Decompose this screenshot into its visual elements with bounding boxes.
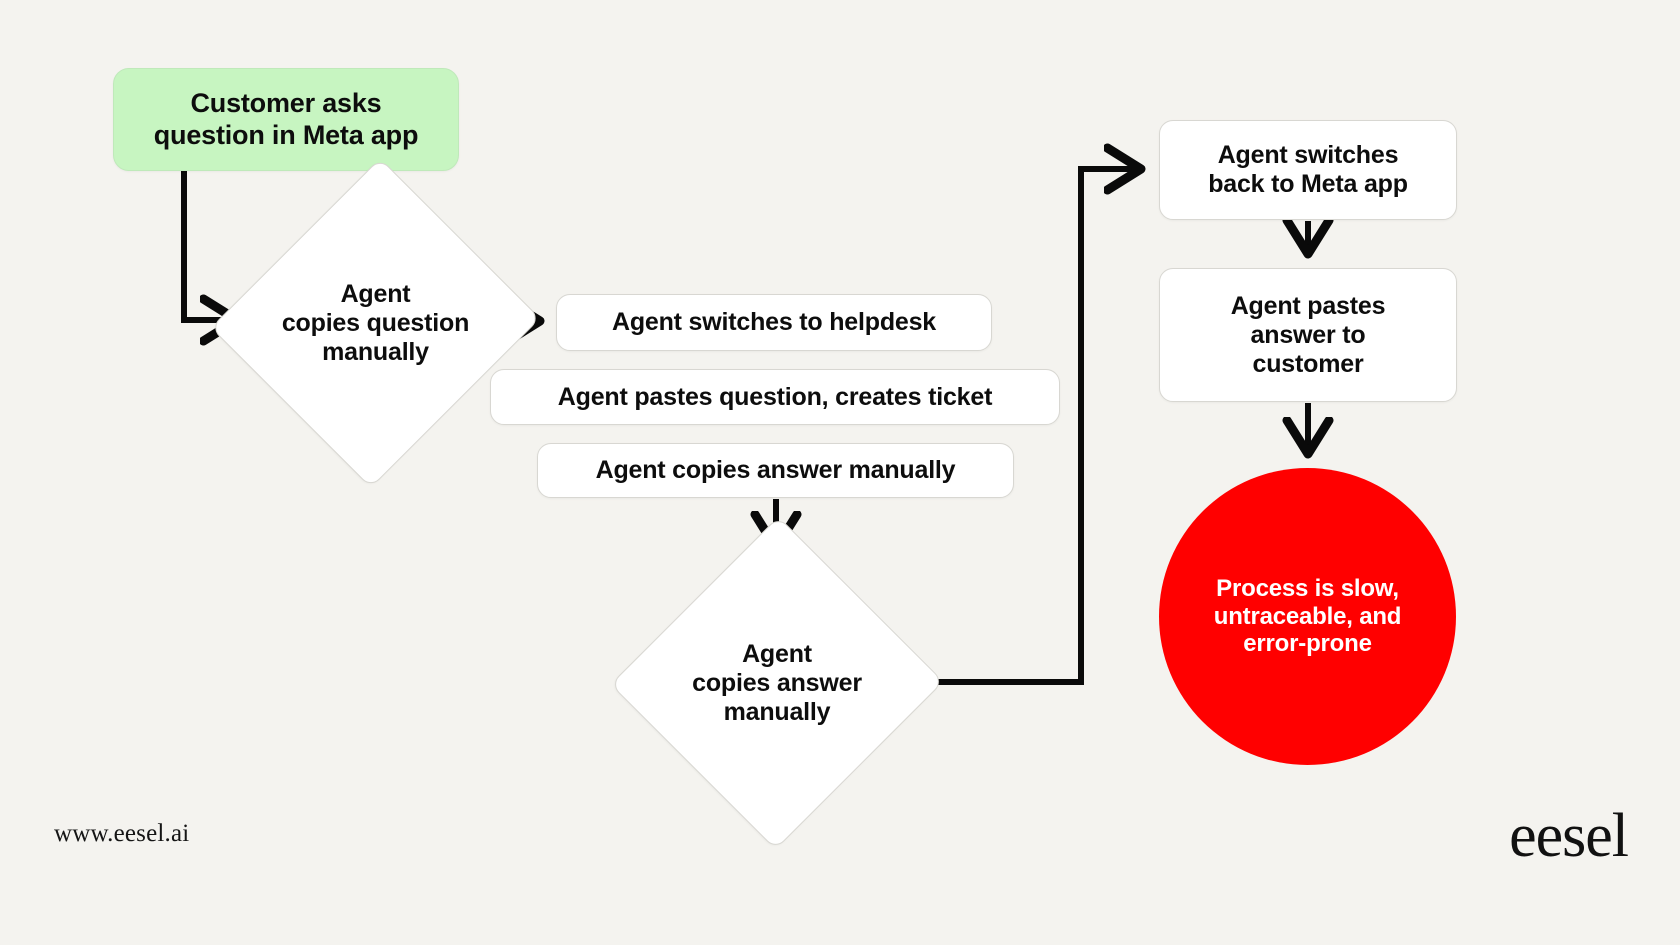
node-agent-pastes-question-creates-ticket[interactable]: Agent pastes question, creates ticket xyxy=(490,369,1060,425)
node-label: Agent switches back to Meta app xyxy=(1208,141,1408,198)
node-agent-pastes-answer-to-customer[interactable]: Agent pastes answer to customer xyxy=(1159,268,1457,402)
node-customer-asks-question[interactable]: Customer asks question in Meta app xyxy=(113,68,459,171)
node-agent-copies-answer-manually-rect[interactable]: Agent copies answer manually xyxy=(537,443,1014,498)
node-label: Agent pastes answer to customer xyxy=(1230,291,1386,378)
edge-start-to-copy-question xyxy=(181,171,231,320)
node-agent-copies-answer-manually-diamond[interactable]: Agent copies answer manually xyxy=(610,516,944,850)
footer-website-url: www.eesel.ai xyxy=(54,820,190,847)
node-label: Agent copies answer manually xyxy=(595,456,956,484)
edge-diamond-to-switch-back xyxy=(896,169,1135,685)
node-label: Customer asks question in Meta app xyxy=(153,88,419,150)
node-label: Agent pastes question, creates ticket xyxy=(557,382,993,411)
node-label: Agent copies question manually xyxy=(281,279,470,366)
node-agent-switches-to-helpdesk[interactable]: Agent switches to helpdesk xyxy=(556,294,992,351)
node-agent-copies-question-manually[interactable]: Agent copies question manually xyxy=(210,157,541,489)
node-agent-switches-back-to-meta-app[interactable]: Agent switches back to Meta app xyxy=(1159,120,1457,220)
brand-logo-eesel: eesel xyxy=(1509,802,1629,870)
node-label: Agent copies answer manually xyxy=(692,639,862,726)
node-outcome-process-is-slow[interactable]: Process is slow, untraceable, and error-… xyxy=(1159,468,1456,765)
node-label: Agent switches to helpdesk xyxy=(611,308,937,336)
node-label: Process is slow, untraceable, and error-… xyxy=(1213,574,1402,658)
